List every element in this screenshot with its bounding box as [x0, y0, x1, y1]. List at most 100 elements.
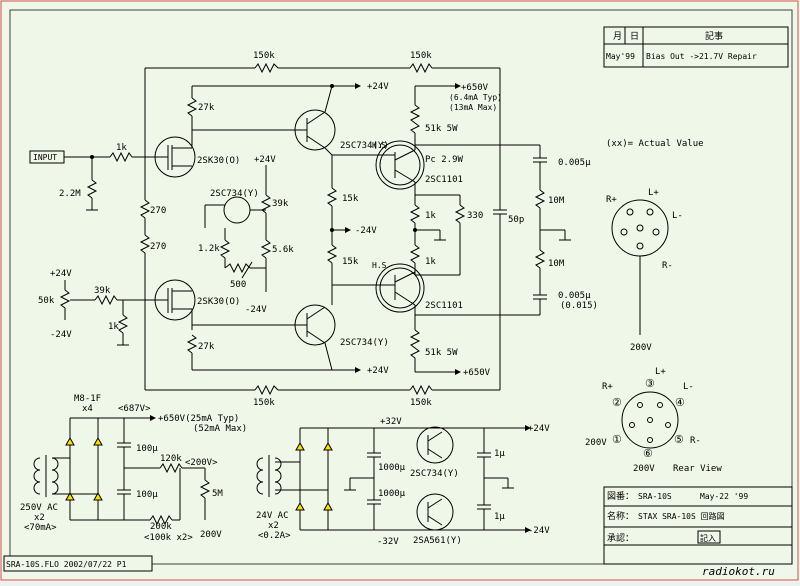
label-v650-bot: +650V — [463, 368, 491, 378]
label-fet-bottom: 2SK30(O) — [197, 297, 240, 307]
label-actual-value: (xx)= Actual Value — [606, 139, 704, 149]
label-rear-200v2: 200V — [633, 464, 655, 474]
drawing-label: 図番： — [607, 490, 634, 502]
label-v24-bias: +24V — [254, 155, 276, 165]
label-r51k-bot: 51k 5W — [425, 348, 458, 358]
label-r-fb-bot: 150k — [253, 398, 275, 408]
amplifier-circuit: INPUT 2.2M 1k 2SK30(O) 2SK30(O) 150k 1 — [29, 51, 704, 408]
label-tr-bias: 2SC734(Y) — [210, 189, 259, 199]
label-v24-bot: +24V — [367, 366, 389, 376]
watermark: radiokot.ru — [702, 565, 775, 578]
output-connector: R+ L+ L- R- 200V — [606, 188, 683, 353]
label-rear-rpos: R+ — [602, 382, 613, 392]
label-r-neg: R- — [662, 261, 673, 271]
label-tr-out-top: 2SC1101 — [425, 175, 463, 185]
label-r-in-gnd: 2.2M — [59, 189, 81, 199]
label-tr-top: 2SC734(Y) — [340, 141, 389, 151]
lv-power-supply: +32V +24V -24V -32V 24V AC x2 <0.2A> 100… — [256, 417, 550, 547]
name-label: 名称： — [607, 510, 634, 522]
title-block: 図番： SRA-10S May-22 '99 名称： STAX SRA-10S … — [603, 486, 793, 578]
label-ps-c100a: 100μ — [136, 444, 158, 454]
label-ps-52: (52mA Max) — [193, 424, 247, 434]
label-pc: Pc 2.9W — [425, 155, 464, 165]
label-hs-bottom: H.S — [372, 261, 387, 270]
pin-5: ⑤ — [674, 433, 684, 446]
label-lv-tr-bot: 2SA561(Y) — [413, 536, 462, 546]
approve-label: 承認： — [607, 532, 634, 544]
label-rear-200v: 200V — [585, 438, 607, 448]
pin-4: ④ — [675, 396, 685, 409]
label-ps-200k: 200k — [150, 522, 172, 532]
label-r-drain-top: 27k — [198, 103, 215, 113]
label-r15k-b: 15k — [342, 257, 359, 267]
label-ps-120k: 120k — [160, 454, 182, 464]
label-r500: 500 — [230, 280, 246, 290]
label-r39k: 39k — [272, 199, 289, 209]
label-v650: +650V — [461, 83, 489, 93]
input-label: INPUT — [33, 153, 57, 162]
label-rear-lpos: L+ — [655, 367, 666, 377]
label-v24-pot-bot: -24V — [50, 330, 72, 340]
pin-3: ③ — [645, 377, 655, 390]
label-hs-top: H.S — [372, 141, 387, 150]
approve-value: 記入 — [700, 533, 716, 543]
label-lv-02a: <0.2A> — [258, 531, 291, 541]
label-rear-lneg: L- — [683, 382, 694, 392]
label-r270a: 270 — [150, 206, 166, 216]
label-lv-x2: x2 — [268, 521, 279, 531]
label-r-drain-bot: 27k — [198, 342, 215, 352]
revision-note: Bias Out ->21.7V Repair — [646, 52, 757, 61]
label-ps-70ma: <70mA> — [24, 523, 57, 533]
label-ps-x4: x4 — [82, 404, 93, 414]
revision-date: May'99 — [606, 52, 635, 61]
drawing-date: May-22 '99 — [700, 492, 748, 501]
hv-power-supply: M8-1F x4 <687V> +650V(25mA Typ) (52mA Ma… — [20, 394, 247, 543]
label-pot-39k: 39k — [94, 286, 111, 296]
label-ps-x2: x2 — [34, 513, 45, 523]
label-ps-5m: 5M — [212, 489, 223, 499]
label-r-in: 1k — [116, 143, 127, 153]
pin-1: ① — [612, 433, 622, 446]
label-r12k: 1.2k — [198, 244, 220, 254]
label-l-pos: L+ — [648, 188, 659, 198]
label-pot-50k: 50k — [38, 296, 55, 306]
label-r-pos: R+ — [606, 195, 617, 205]
rear-view-connector: R+ L+ L- R- 200V 200V Rear View ③ ② ④ ① … — [585, 367, 722, 474]
label-v24-neg: -24V — [245, 305, 267, 315]
label-c005-bot: 0.005μ — [558, 291, 591, 301]
label-i-typ: (6.4mA Typ) — [449, 93, 502, 102]
label-ps-687: <687V> — [118, 404, 151, 414]
label-ps-200v: <200V> — [185, 458, 218, 468]
balance-pot: +24V 50k -24V 39k 1k — [38, 269, 160, 346]
drawing-number: SRA-10S — [638, 492, 672, 501]
label-ps-diode: M8-1F — [74, 394, 101, 404]
label-l-neg: L- — [672, 211, 683, 221]
label-ps-100k: <100k x2> — [144, 533, 193, 543]
label-c015: (0.015) — [560, 301, 598, 311]
label-ps-200v-out: 200V — [200, 530, 222, 540]
label-lv-p24: +24V — [528, 424, 550, 434]
name-value: STAX SRA-10S 回路図 — [638, 511, 725, 521]
month-header: 月 — [613, 31, 622, 42]
label-rear-view: Rear View — [673, 464, 722, 474]
label-r-fb-bot2: 150k — [410, 398, 432, 408]
label-rear-rneg: R- — [690, 436, 701, 446]
label-lv-c1000a: 1000μ — [378, 463, 406, 473]
file-id: SRA-10S.FLO 2002/07/22 P1 — [6, 560, 127, 569]
label-c50p: 50p — [508, 215, 524, 225]
label-r51k-top: 51k 5W — [425, 124, 458, 134]
label-c005-top: 0.005μ — [558, 158, 591, 168]
label-r56k: 5.6k — [272, 245, 294, 255]
label-lv-24: 24V AC — [256, 511, 289, 521]
label-fet-top: 2SK30(O) — [197, 156, 240, 166]
label-v24-top: +24V — [367, 82, 389, 92]
revision-table: 月 日 記事 May'99 Bias Out ->21.7V Repair — [603, 26, 789, 68]
label-v200-out: 200V — [630, 343, 652, 353]
label-lv-tr-top: 2SC734(Y) — [410, 469, 459, 479]
label-lv-m32: -32V — [377, 537, 399, 547]
pin-6: ⑥ — [643, 447, 653, 460]
label-r1k-b: 1k — [425, 257, 436, 267]
label-v24-pot-top: +24V — [50, 269, 72, 279]
